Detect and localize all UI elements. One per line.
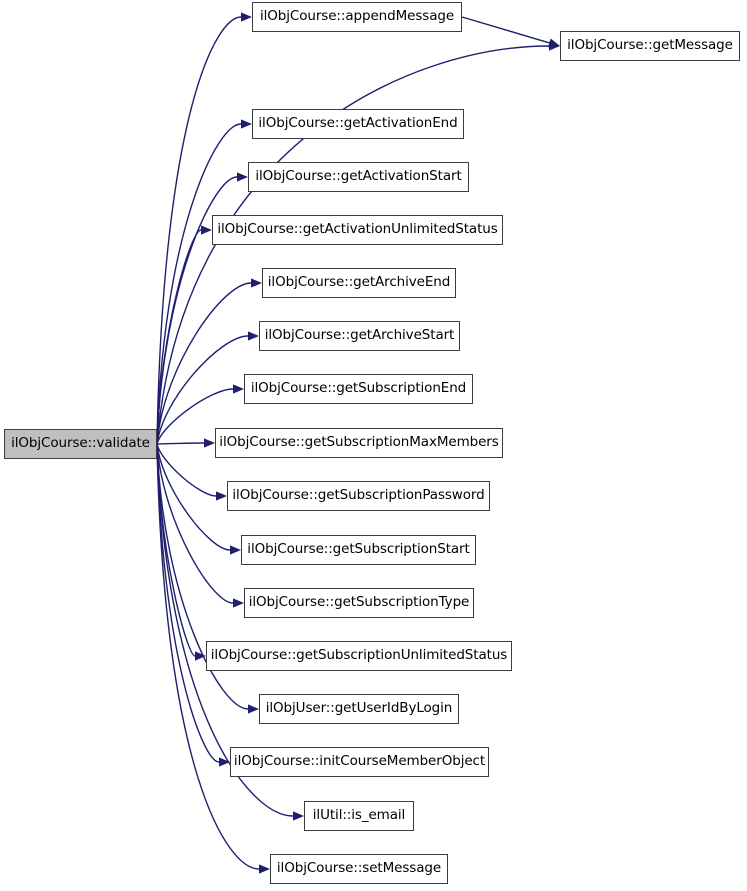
- graph-node-label: ilObjCourse::getSubscriptionPassword: [232, 487, 485, 504]
- graph-node-getSubscriptionEnd[interactable]: ilObjCourse::getSubscriptionEnd: [244, 374, 473, 404]
- graph-node-label: ilObjCourse::getSubscriptionType: [248, 594, 470, 611]
- graph-node-label: ilObjCourse::getArchiveEnd: [267, 274, 451, 291]
- graph-arrowhead: [233, 384, 244, 394]
- graph-edge-validate-to-getSubscriptionPassword: [156, 443, 217, 497]
- graph-edge-validate-to-getSubscriptionType: [156, 443, 234, 604]
- graph-edge-appendMessage-to-getMessage: [461, 16, 550, 44]
- graph-node-label: ilObjCourse::getMessage: [567, 37, 733, 54]
- graph-node-appendMessage[interactable]: ilObjCourse::appendMessage: [252, 2, 462, 32]
- graph-arrowhead: [259, 864, 270, 874]
- graph-node-label: ilObjCourse::appendMessage: [259, 8, 455, 25]
- graph-node-getArchiveStart[interactable]: ilObjCourse::getArchiveStart: [259, 321, 460, 351]
- graph-arrowhead: [248, 331, 259, 341]
- graph-arrowhead: [216, 491, 227, 501]
- graph-node-getArchiveEnd[interactable]: ilObjCourse::getArchiveEnd: [262, 268, 456, 298]
- graph-arrowhead: [549, 41, 560, 51]
- graph-node-getSubscriptionType[interactable]: ilObjCourse::getSubscriptionType: [244, 588, 474, 618]
- graph-arrowhead: [548, 38, 560, 48]
- graph-node-getActivationStart[interactable]: ilObjCourse::getActivationStart: [248, 162, 469, 192]
- graph-edge-validate-to-getSubscriptionStart: [156, 443, 231, 551]
- graph-node-label: ilObjCourse::getSubscriptionMaxMembers: [219, 434, 499, 451]
- graph-edge-validate-to-getActivationUnlimitedStatus: [156, 229, 202, 445]
- graph-edge-validate-to-getSubscriptionUnlimitedStatus: [156, 443, 196, 657]
- graph-edge-validate-to-getArchiveEnd: [156, 282, 252, 445]
- graph-arrowhead: [293, 811, 304, 821]
- graph-edge-validate-to-initCourseMemberObject: [156, 443, 220, 763]
- graph-node-label: ilObjUser::getUserIdByLogin: [265, 700, 453, 717]
- graph-node-getMessage[interactable]: ilObjCourse::getMessage: [560, 31, 740, 61]
- graph-arrowhead: [233, 598, 244, 608]
- graph-node-label: ilObjCourse::getActivationEnd: [258, 115, 458, 132]
- graph-arrowhead: [219, 757, 230, 767]
- graph-node-label: ilObjCourse::getSubscriptionEnd: [250, 380, 467, 397]
- graph-node-setMessage[interactable]: ilObjCourse::setMessage: [270, 854, 448, 884]
- graph-node-label: ilObjCourse::getActivationStart: [255, 168, 462, 185]
- graph-node-getSubscriptionMaxMembers[interactable]: ilObjCourse::getSubscriptionMaxMembers: [215, 428, 503, 458]
- graph-node-getSubscriptionUnlimitedStatus[interactable]: ilObjCourse::getSubscriptionUnlimitedSta…: [206, 641, 512, 671]
- graph-arrowhead: [237, 172, 248, 182]
- graph-node-getSubscriptionStart[interactable]: ilObjCourse::getSubscriptionStart: [241, 535, 476, 565]
- graph-node-label: ilObjCourse::getSubscriptionStart: [247, 541, 470, 558]
- graph-node-getActivationUnlimitedStatus[interactable]: ilObjCourse::getActivationUnlimitedStatu…: [212, 215, 503, 245]
- graph-arrowhead: [201, 225, 212, 235]
- graph-node-label: ilObjCourse::getSubscriptionUnlimitedSta…: [210, 647, 508, 664]
- graph-arrowhead: [204, 438, 215, 448]
- graph-edge-validate-to-getSubscriptionMaxMembers: [156, 442, 205, 445]
- graph-node-label: ilObjCourse::getArchiveStart: [264, 327, 455, 344]
- graph-arrowhead: [241, 119, 252, 129]
- graph-node-getSubscriptionPassword[interactable]: ilObjCourse::getSubscriptionPassword: [227, 481, 490, 511]
- graph-node-is_email[interactable]: ilUtil::is_email: [304, 801, 414, 831]
- graph-node-getActivationEnd[interactable]: ilObjCourse::getActivationEnd: [252, 109, 464, 139]
- graph-arrowhead: [195, 651, 206, 661]
- graph-node-label: ilObjCourse::getActivationUnlimitedStatu…: [217, 221, 498, 238]
- graph-arrowhead: [248, 704, 259, 714]
- graph-node-initCourseMemberObject[interactable]: ilObjCourse::initCourseMemberObject: [230, 747, 489, 777]
- graph-arrowhead: [241, 12, 252, 22]
- graph-arrowhead: [230, 545, 241, 555]
- graph-node-label: ilObjCourse::setMessage: [276, 860, 442, 877]
- graph-arrowhead: [251, 278, 262, 288]
- graph-node-label: ilUtil::is_email: [312, 807, 406, 824]
- graph-node-label: ilObjCourse::validate: [11, 435, 150, 452]
- graph-edge-validate-to-getActivationEnd: [156, 123, 242, 445]
- graph-node-getUserIdByLogin[interactable]: ilObjUser::getUserIdByLogin: [259, 694, 459, 724]
- graph-node-validate[interactable]: ilObjCourse::validate: [4, 429, 157, 459]
- graph-node-label: ilObjCourse::initCourseMemberObject: [233, 753, 486, 770]
